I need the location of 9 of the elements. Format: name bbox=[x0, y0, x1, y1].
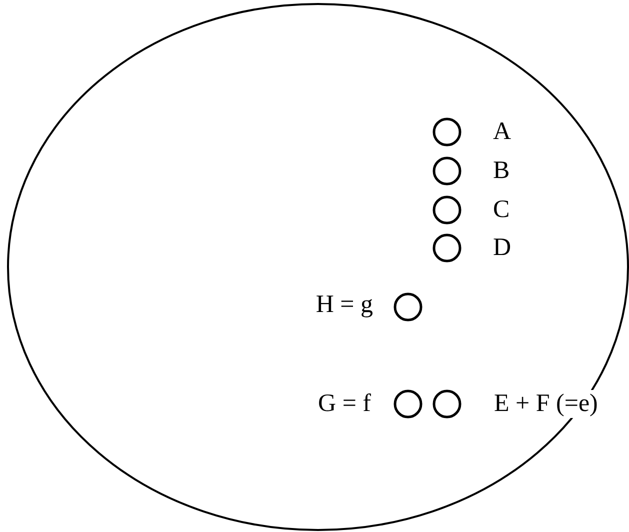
small-circle bbox=[395, 294, 421, 320]
small-circle bbox=[395, 391, 421, 417]
small-circle bbox=[434, 235, 460, 261]
small-circle bbox=[434, 391, 460, 417]
small-circle bbox=[434, 197, 460, 223]
small-circle bbox=[434, 119, 460, 145]
small-circle bbox=[434, 158, 460, 184]
point-label: E + F (=e) bbox=[493, 390, 599, 418]
outer-circle bbox=[8, 4, 628, 530]
